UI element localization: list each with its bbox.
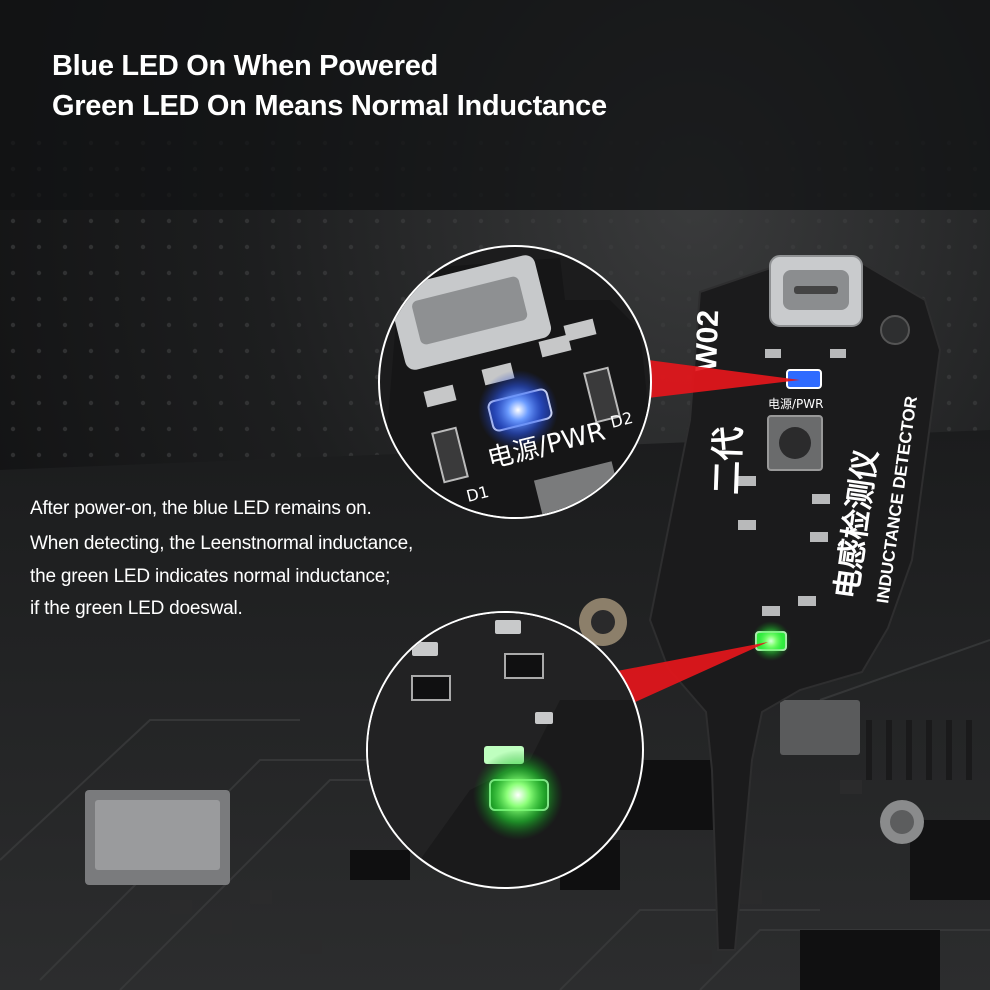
pointer-to-green-led: [612, 642, 768, 708]
pointer-to-blue-led: [648, 360, 800, 398]
zoom-d1-label: D1: [464, 482, 490, 506]
board-power-label: 电源/PWR: [768, 397, 823, 411]
inductance-detector-board: W02 二代 电源/PWR 电感检测仪 INDUCTANCE DETECTOR: [648, 255, 942, 951]
description-line-4: if the green LED doeswal.: [30, 598, 243, 619]
zoom-green-led: [366, 611, 644, 889]
model-label: W02: [690, 309, 725, 372]
zoom-blue-led: 电源/PWR D2 D1: [378, 245, 652, 519]
generation-label: 二代: [707, 426, 749, 495]
description-line-2: When detecting, the Leenstnormal inducta…: [30, 533, 414, 554]
headline-line-1: Blue LED On When Powered: [52, 50, 438, 82]
description-line-3: the green LED indicates normal inductanc…: [30, 566, 391, 587]
zoom-d2-label: D2: [608, 408, 634, 432]
headline-band: [0, 0, 990, 210]
description-line-1: After power-on, the blue LED remains on.: [30, 498, 372, 519]
mounting-hole: [880, 315, 910, 345]
headline-line-2: Green LED On Means Normal Inductance: [52, 90, 607, 122]
